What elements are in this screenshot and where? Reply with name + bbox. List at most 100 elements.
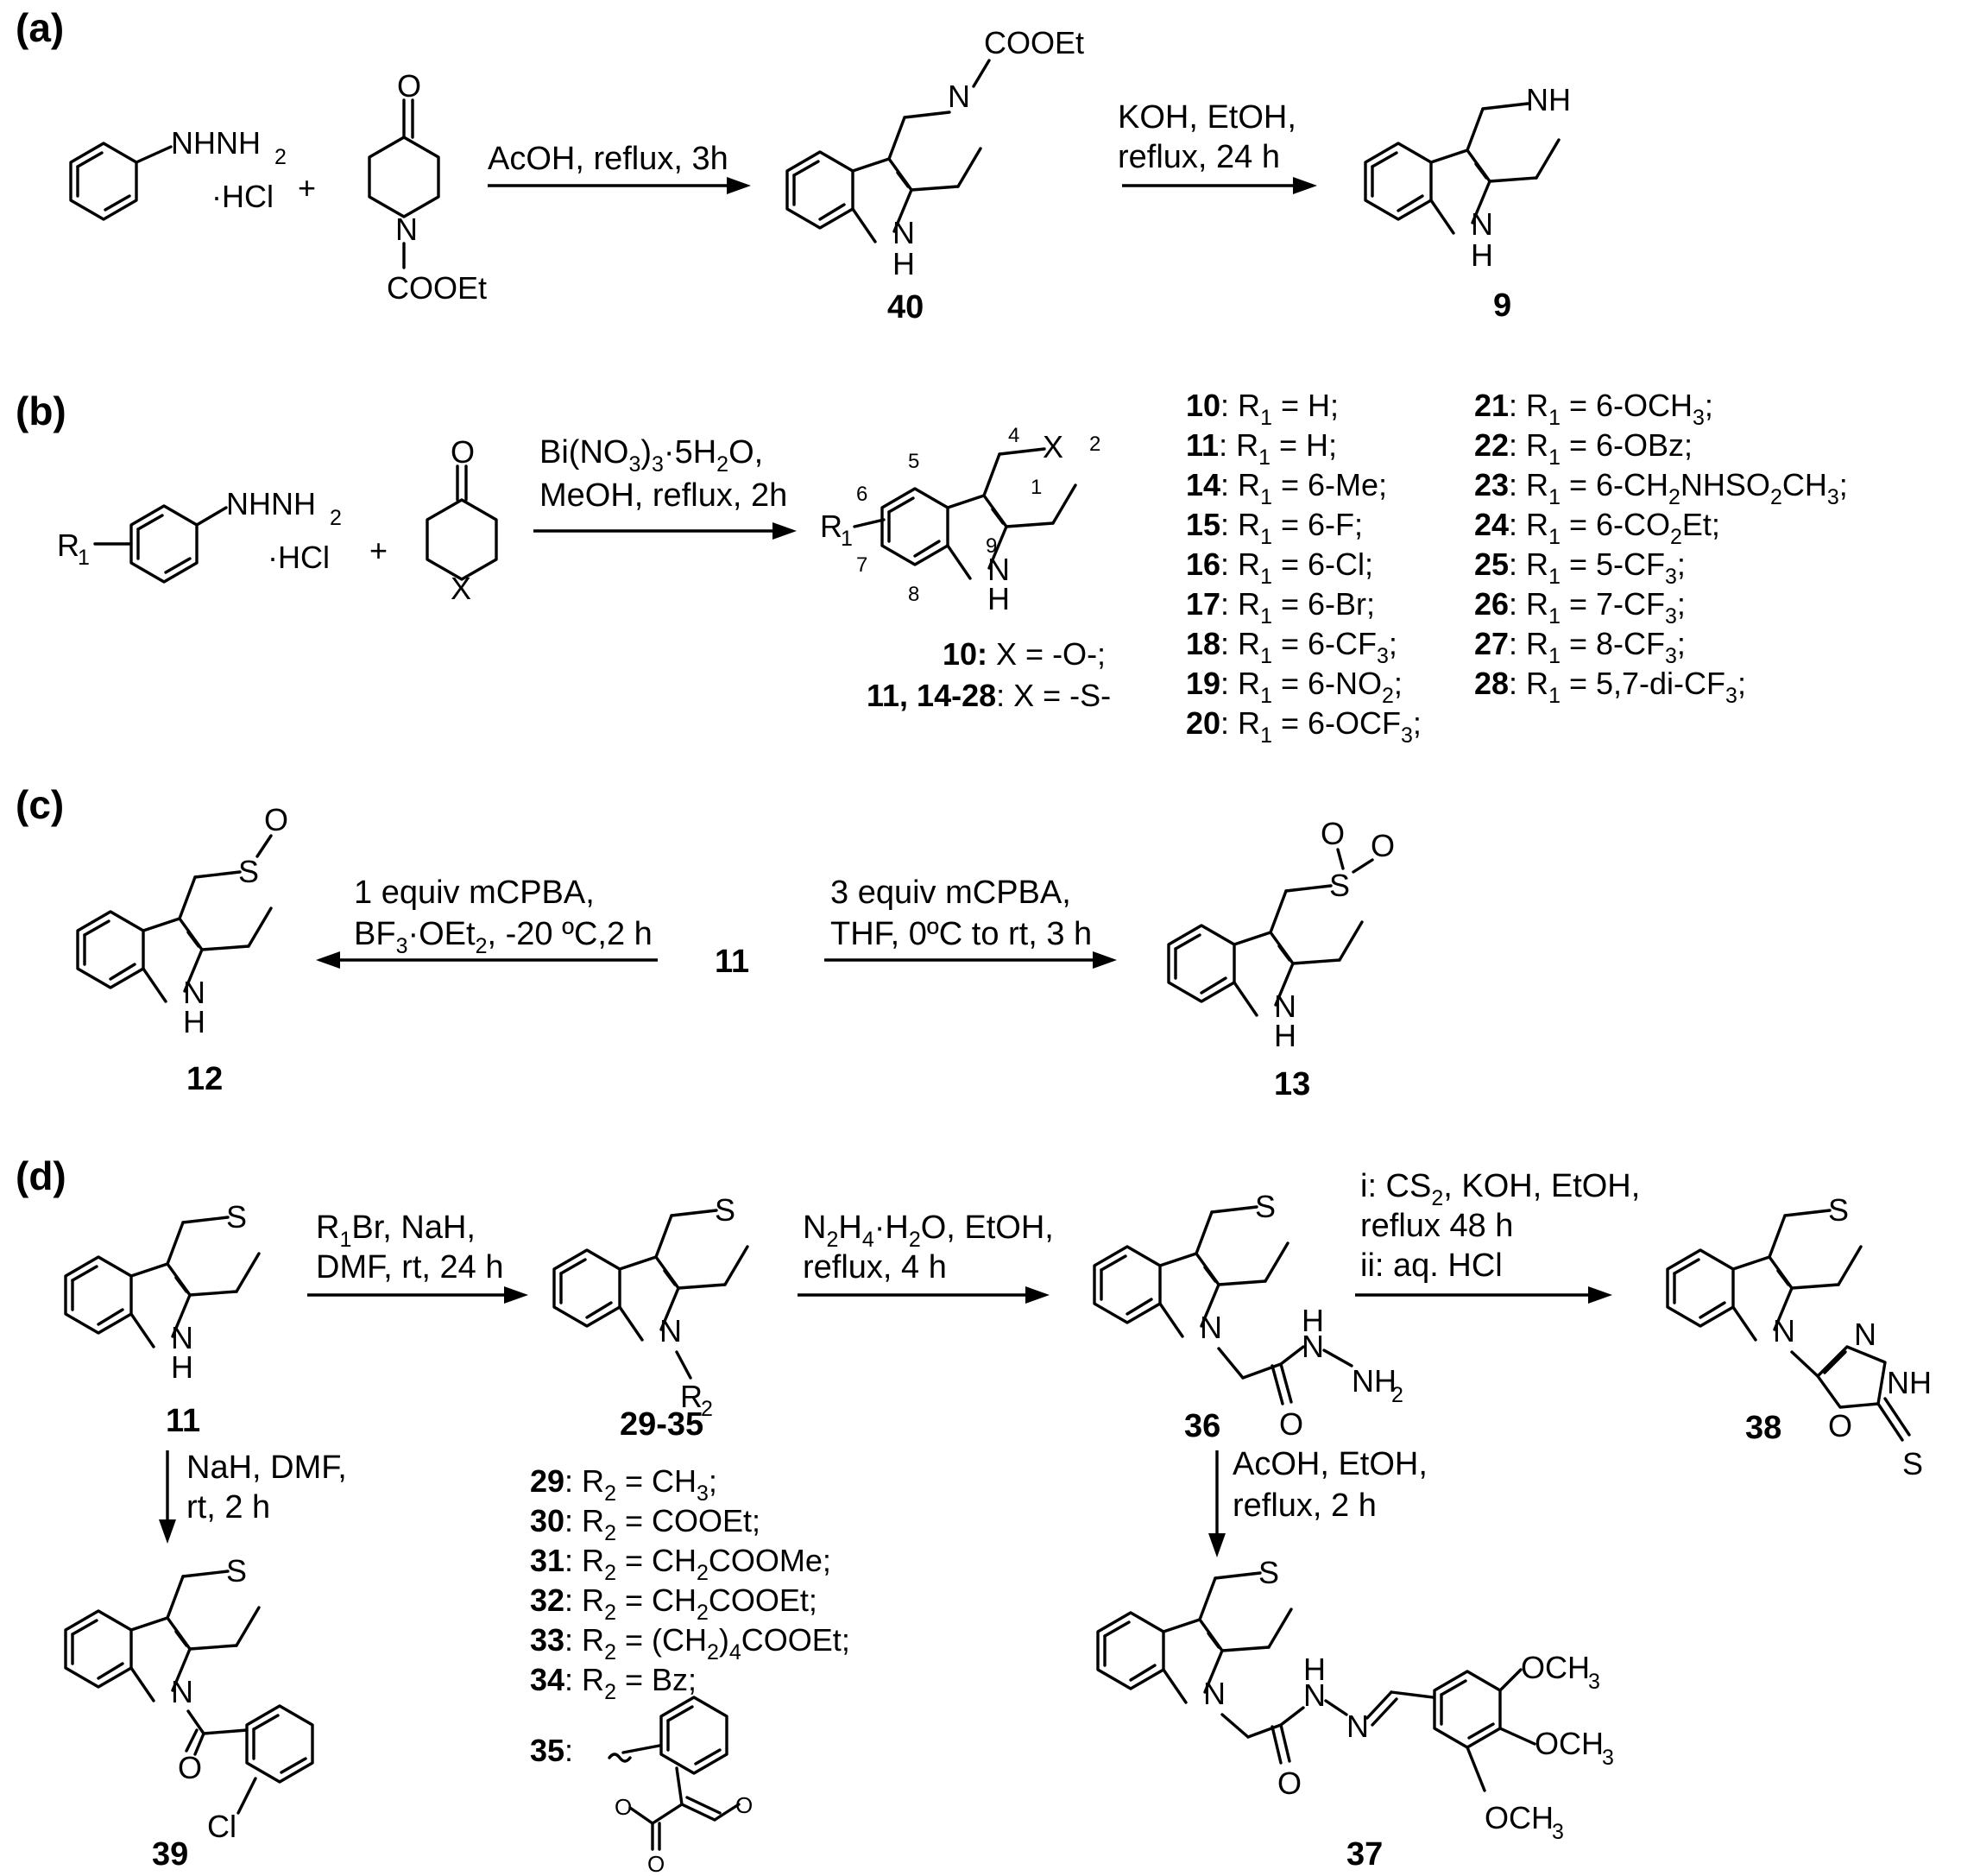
compound-label-9: 9 [1493,287,1511,324]
condition-c2-line1: 3 equiv mCPBA, [830,875,1071,911]
compound-38-structure: N S N NH O S [1666,1192,1932,1481]
svg-text:20: R1 = 6-OCF3;: 20: R1 = 6-OCF3; [1186,705,1422,748]
svg-text:14: R1 = 6-Me;: 14: R1 = 6-Me; [1186,467,1387,509]
svg-text:H: H [1274,1018,1296,1053]
condition-d3-line3: ii: aq. HCl [1360,1248,1503,1284]
svg-text:S: S [1828,1192,1849,1228]
svg-text:H: H [1303,1652,1326,1687]
compound-36-structure: N S O H N NH 2 [1093,1189,1403,1442]
condition-a1: AcOH, reflux, 3h [488,141,728,177]
svg-text:N: N [1471,206,1493,242]
svg-text:N: N [1302,1329,1324,1364]
compound-12-structure: N H S O [76,802,288,1039]
svg-text:30: R2 = COOEt;: 30: R2 = COOEt; [530,1503,760,1545]
svg-text:3: 3 [1602,1746,1614,1770]
svg-text:O: O [735,1792,753,1818]
compound-label-36: 36 [1184,1408,1220,1444]
plus-sign-a: + [298,170,316,205]
condition-d4-line1: NaH, DMF, [186,1450,347,1486]
compound-11-structure-d: N H S [64,1199,261,1385]
svg-text:N: N [659,1313,682,1349]
svg-text:3: 3 [1588,1670,1600,1694]
svg-text:9: 9 [986,534,997,558]
compound-label-38: 38 [1745,1410,1781,1446]
svg-text:N: N [1203,1676,1226,1711]
condition-a2-line1: KOH, EtOH, [1118,99,1296,136]
compound-37-structure: N S O H N N OCH 3 OCH 3 OCH 3 [1096,1555,1614,1844]
svg-text:2: 2 [1391,1383,1403,1407]
svg-text:H: H [987,581,1010,616]
svg-text:15: R1 = 6-F;: 15: R1 = 6-F; [1186,507,1363,549]
svg-text:NHNH: NHNH [171,125,261,161]
svg-text:N: N [1854,1317,1876,1352]
plus-sign-b: + [369,533,388,568]
svg-text:OCH: OCH [1485,1800,1554,1835]
svg-text:O: O [647,1851,665,1876]
svg-text:1: 1 [841,527,853,551]
x-definition-10: 10: X = -O-; [943,636,1106,672]
svg-text:5: 5 [908,450,919,473]
svg-text:2: 2 [701,1397,713,1421]
compound-13-structure: N H S O O [1167,816,1395,1053]
svg-text:O: O [1371,828,1395,863]
panel-label-b: (b) [16,388,66,433]
svg-text:H: H [183,1004,205,1039]
svg-text:18: R1 = 6-CF3;: 18: R1 = 6-CF3; [1186,626,1397,668]
svg-text:NH: NH [1352,1363,1397,1399]
r1-list-right: 21: R1 = 6-OCH3; 22: R1 = 6-OBz; 23: R1 … [1474,388,1848,708]
condition-c1-line2: BF3·OEt2, -20 ºC,2 h [354,916,653,958]
panel-label-d: (d) [16,1153,66,1198]
svg-text:N: N [892,215,915,250]
condition-d3-line2: reflux 48 h [1360,1208,1513,1244]
svg-text:O: O [615,1794,632,1820]
r1-list-left: 10: R1 = H; 11: R1 = H; 14: R1 = 6-Me; 1… [1186,388,1422,748]
condition-d5-line1: AcOH, EtOH, [1233,1446,1428,1482]
svg-text:4: 4 [1008,424,1019,447]
condition-c1-line1: 1 equiv mCPBA, [354,875,595,911]
svg-text:·HCl: ·HCl [211,179,274,214]
svg-text:S: S [238,854,259,889]
svg-text:NHNH: NHNH [226,486,316,521]
svg-text:OCH: OCH [1521,1650,1590,1685]
svg-text:11: R1 = H;: 11: R1 = H; [1186,427,1337,470]
compound-label-35: 35: [530,1733,573,1768]
compound-label-13: 13 [1274,1066,1310,1102]
substituted-phenylhydrazine-b: NHNH 2 R 1 ·HCl [57,486,342,584]
condition-d3-line1: i: CS2, KOH, EtOH, [1360,1168,1640,1210]
svg-text:7: 7 [856,553,867,577]
svg-text:S: S [1258,1555,1279,1590]
condition-d1-line1: R1Br, NaH, [316,1210,476,1252]
svg-text:S: S [1255,1189,1276,1224]
compound-label-12: 12 [186,1061,223,1097]
svg-text:NH: NH [1526,82,1571,117]
svg-text:2: 2 [330,506,342,530]
svg-text:H: H [1471,237,1493,273]
svg-text:S: S [1329,868,1350,903]
svg-text:6: 6 [856,483,867,506]
svg-text:16: R1 = 6-Cl;: 16: R1 = 6-Cl; [1186,546,1373,589]
svg-text:N: N [171,1674,193,1709]
compound-label-39: 39 [152,1836,188,1873]
svg-text:N: N [987,552,1010,587]
condition-b1-line2: MeOH, reflux, 2h [539,477,787,514]
compound-label-40: 40 [887,289,924,325]
x-definition-11-28: 11, 14-28: X = -S- [867,678,1111,713]
r2-list: 29: R2 = CH3; 30: R2 = COOEt; 31: R2 = C… [530,1463,850,1704]
svg-text:N: N [183,975,205,1010]
svg-text:31: R2 = CH2COOMe;: 31: R2 = CH2COOMe; [530,1543,831,1585]
svg-text:N: N [395,212,418,247]
condition-d5-line2: reflux, 2 h [1233,1488,1377,1524]
compound-9-structure: N H NH [1364,82,1571,273]
svg-text:COOEt: COOEt [984,25,1084,60]
svg-text:O: O [1277,1765,1302,1801]
compound-label-11-d: 11 [166,1403,200,1439]
svg-text:1: 1 [1031,476,1042,499]
condition-b1-line1: Bi(NO3)3·5H2O, [539,434,763,477]
svg-text:R: R [820,508,842,544]
svg-text:S: S [226,1553,247,1589]
svg-text:S: S [226,1199,247,1235]
svg-text:34: R2 = Bz;: 34: R2 = Bz; [530,1662,697,1704]
svg-text:23: R1 = 6-CH2NHSO2CH3;: 23: R1 = 6-CH2NHSO2CH3; [1474,467,1848,509]
svg-text:COOEt: COOEt [387,270,487,306]
